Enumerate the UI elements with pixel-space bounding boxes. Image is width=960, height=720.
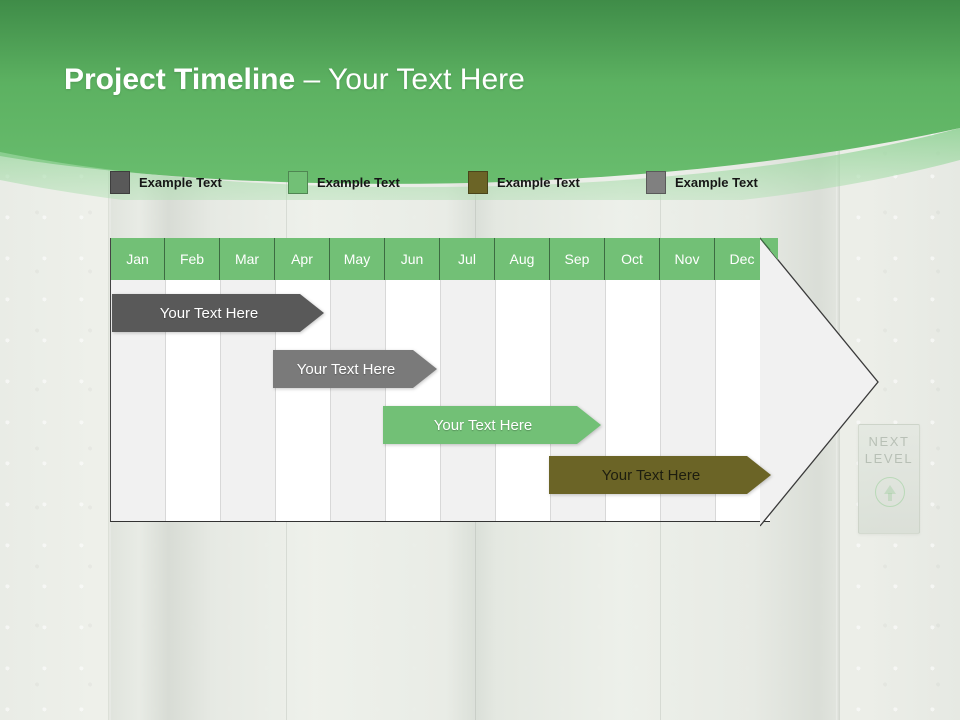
task-bar[interactable]: Your Text Here: [383, 406, 601, 444]
header-curve-graphic: [0, 0, 960, 200]
legend-item[interactable]: Example Text: [110, 168, 222, 196]
month-column[interactable]: Jul: [440, 238, 495, 522]
task-bar-label: Your Text Here: [433, 416, 533, 434]
task-bar[interactable]: Your Text Here: [549, 456, 771, 494]
panel-label-level: LEVEL: [864, 451, 914, 466]
task-bar-shape: [273, 350, 437, 388]
task-bar-shape: [383, 406, 601, 444]
legend-item-label: Example Text: [497, 174, 580, 190]
month-header: Sep: [550, 238, 605, 280]
grid-line: [660, 280, 661, 522]
task-bar-label: Your Text Here: [296, 360, 396, 378]
legend-item-label: Example Text: [317, 174, 400, 190]
month-header: Mar: [220, 238, 275, 280]
task-bar-shape: [549, 456, 771, 494]
month-header: Nov: [660, 238, 715, 280]
grid-line: [605, 280, 606, 522]
legend-swatch-icon: [646, 170, 666, 194]
grid-line: [495, 280, 496, 522]
month-header: Jul: [440, 238, 495, 280]
task-bar-label: Your Text Here: [601, 466, 701, 484]
legend-swatch-icon: [110, 170, 130, 194]
grid-line: [385, 280, 386, 522]
legend-item[interactable]: Example Text: [468, 168, 580, 196]
legend-swatch-icon: [468, 170, 488, 194]
month-column[interactable]: Jan: [110, 238, 165, 522]
grid-line: [275, 280, 276, 522]
month-header: Jun: [385, 238, 440, 280]
legend-item-label: Example Text: [675, 174, 758, 190]
grid-line: [715, 280, 716, 522]
month-header: Apr: [275, 238, 330, 280]
task-bar[interactable]: Your Text Here: [112, 294, 324, 332]
door-frame-left: [108, 0, 111, 720]
panel-label-next: NEXT: [868, 434, 910, 449]
elevator-up-arrow-icon[interactable]: [875, 477, 905, 507]
month-header: Jan: [110, 238, 165, 280]
legend-item[interactable]: Example Text: [646, 168, 758, 196]
month-column[interactable]: Feb: [165, 238, 220, 522]
grid-line: [440, 280, 441, 522]
month-header: Aug: [495, 238, 550, 280]
arrow-stem-shape: [888, 493, 892, 501]
arrow-head-shape: [884, 485, 896, 494]
legend-item-label: Example Text: [139, 174, 222, 190]
task-bar-shape: [112, 294, 324, 332]
header-banner: Project Timeline – Your Text Here: [0, 0, 960, 200]
month-header: Feb: [165, 238, 220, 280]
legend-swatch-icon: [288, 170, 308, 194]
month-column[interactable]: Aug: [495, 238, 550, 522]
month-header: Oct: [605, 238, 660, 280]
elevator-call-panel[interactable]: NEXT LEVEL: [858, 424, 920, 534]
grid-line: [220, 280, 221, 522]
legend-item[interactable]: Example Text: [288, 168, 400, 196]
page-title: Project Timeline – Your Text Here: [64, 60, 525, 100]
month-column[interactable]: Mar: [220, 238, 275, 522]
grid-line: [550, 280, 551, 522]
grid-line: [330, 280, 331, 522]
timeline-arrowhead: [760, 237, 879, 527]
page-title-bold: Project Timeline: [64, 63, 296, 96]
task-bar-label: Your Text Here: [159, 304, 259, 322]
page-title-rest: – Your Text Here: [295, 63, 525, 96]
month-header: May: [330, 238, 385, 280]
task-bar[interactable]: Your Text Here: [273, 350, 437, 388]
grid-line: [165, 280, 166, 522]
